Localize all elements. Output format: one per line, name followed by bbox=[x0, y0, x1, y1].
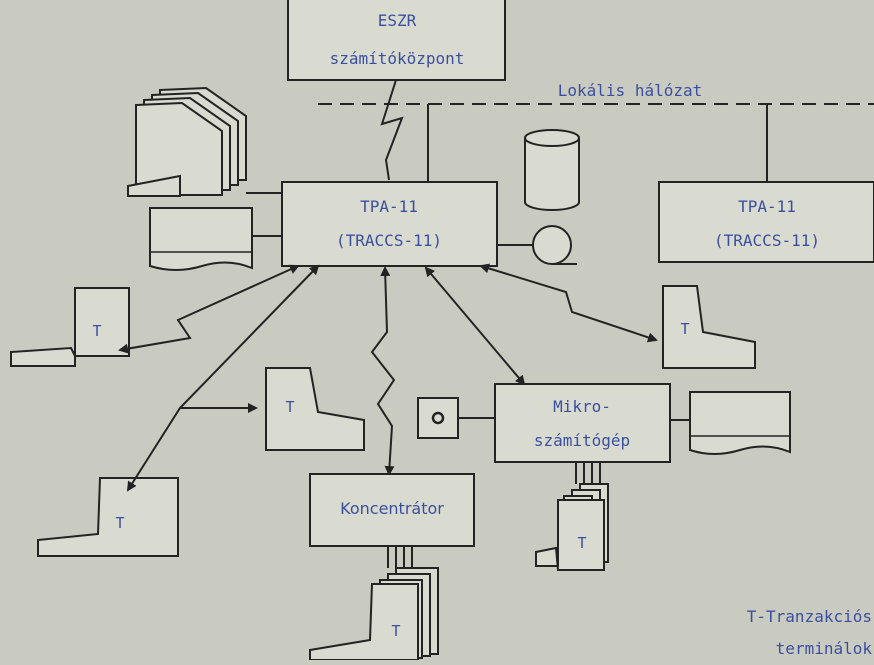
terminal-t4: T bbox=[662, 285, 756, 369]
terminal-micro-label: T bbox=[577, 534, 586, 552]
tpa-remote-box bbox=[658, 181, 874, 263]
printer-right-icon bbox=[689, 391, 791, 455]
network-label: Lokális hálózat bbox=[558, 81, 703, 100]
terminal-t3: T bbox=[37, 477, 179, 557]
arrow-tpa-t1 bbox=[118, 264, 300, 354]
mainframe-link-zigzag bbox=[380, 79, 404, 181]
terminal-t1-label: T bbox=[92, 322, 101, 340]
terminal-t3-label: T bbox=[115, 514, 124, 532]
micro-terminal-cables bbox=[575, 462, 601, 484]
terminal-t2-label: T bbox=[285, 398, 294, 416]
legend-line-1: T-Tranzakciós bbox=[747, 607, 872, 626]
terminal-t4-label: T bbox=[680, 320, 689, 338]
terminal-stack-micro: T bbox=[535, 483, 609, 571]
printer-left-icon bbox=[149, 207, 253, 271]
tpa-remote-label-2: (TRACCS-11) bbox=[714, 231, 820, 250]
concentrator-box bbox=[309, 473, 475, 547]
floppy-drive-icon bbox=[417, 397, 459, 439]
terminal-stack-top-left bbox=[127, 86, 247, 197]
legend-line-2: terminálok bbox=[776, 639, 873, 658]
mainframe-label-1: ESZR bbox=[378, 11, 417, 30]
tpa-main-label-2: (TRACCS-11) bbox=[336, 231, 442, 250]
concentrator-cables bbox=[387, 546, 413, 568]
micro-label-2: számítógép bbox=[534, 431, 630, 450]
terminal-stack-concentrator: T bbox=[309, 567, 439, 661]
micro-label-1: Mikro- bbox=[553, 397, 611, 416]
tpa-remote-label-1: TPA-11 bbox=[738, 197, 796, 216]
arrow-tpa-concentrator bbox=[370, 266, 396, 476]
arrow-tpa-micro bbox=[424, 266, 526, 386]
arrow-tpa-t4 bbox=[479, 263, 658, 343]
tpa-main-box bbox=[281, 181, 498, 267]
micro-computer-box bbox=[494, 383, 671, 463]
mainframe-box bbox=[287, 0, 506, 81]
concentrator-label: Koncentrátor bbox=[340, 499, 444, 518]
terminal-t2: T bbox=[265, 367, 365, 451]
terminal-t1: T bbox=[10, 287, 130, 367]
terminal-concentrator-label: T bbox=[391, 622, 400, 640]
disk-storage-icon bbox=[524, 129, 580, 211]
mainframe-label-2: számítóközpont bbox=[330, 49, 465, 68]
tpa-main-label-1: TPA-11 bbox=[360, 197, 418, 216]
tape-drive-icon bbox=[497, 225, 577, 265]
